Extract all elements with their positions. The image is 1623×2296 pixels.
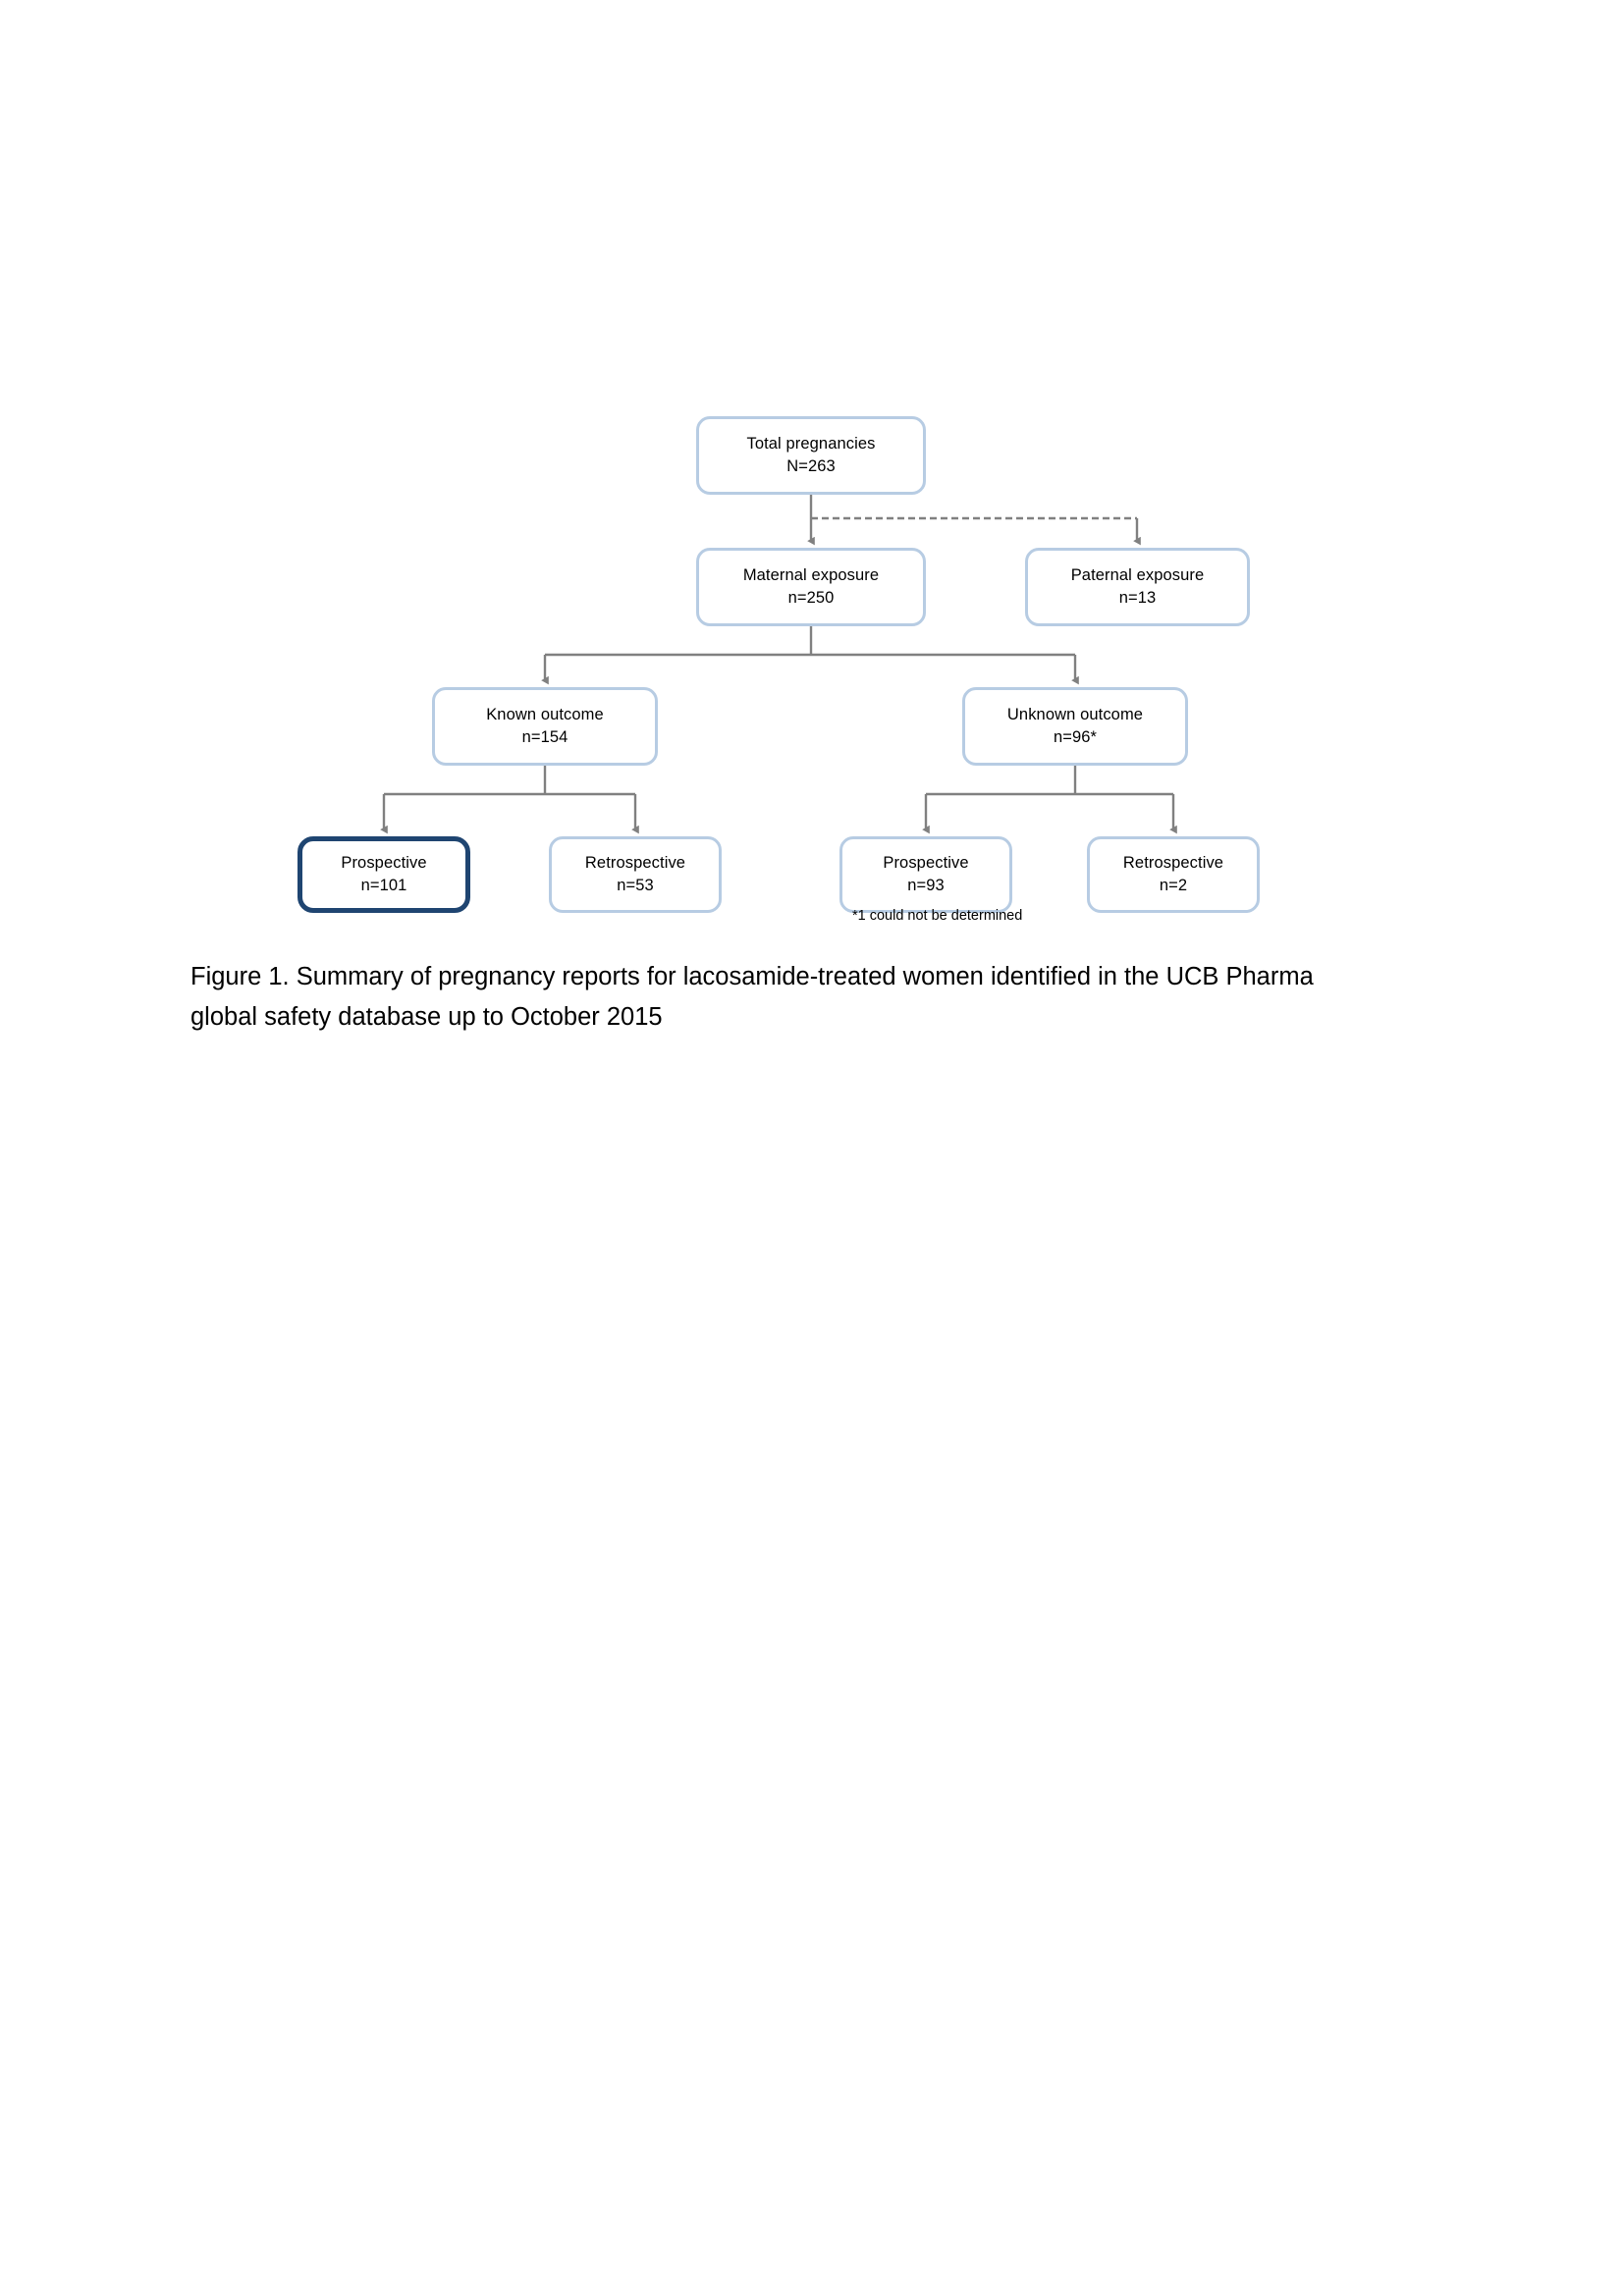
edge-known-prospective — [380, 766, 547, 834]
edge-maternal-known — [541, 626, 813, 685]
node-count: n=250 — [787, 589, 835, 607]
node-title: Prospective — [883, 854, 969, 873]
node-maternal-exposure: Maternal exposure n=250 — [696, 548, 926, 626]
figure-footnote: *1 could not be determined — [852, 908, 1023, 924]
node-count: N=263 — [786, 457, 836, 475]
node-count: n=2 — [1159, 877, 1188, 894]
node-unknown-retrospective: Retrospective n=2 — [1087, 836, 1260, 913]
caption-line-1: Figure 1. Summary of pregnancy reports f… — [190, 963, 1314, 990]
node-count: n=93 — [907, 877, 945, 894]
node-paternal-exposure: Paternal exposure n=13 — [1025, 548, 1250, 626]
edge-maternal-unknown — [811, 653, 1079, 685]
node-known-outcome: Known outcome n=154 — [432, 687, 658, 766]
node-count: n=154 — [521, 728, 568, 746]
node-title: Paternal exposure — [1070, 566, 1205, 585]
node-count: n=53 — [617, 877, 654, 894]
node-title: Known outcome — [486, 706, 604, 724]
edge-known-retrospective — [545, 792, 639, 834]
flowchart: Total pregnancies N=263 Maternal exposur… — [0, 0, 1623, 982]
node-title: Retrospective — [1122, 854, 1224, 873]
node-count: n=13 — [1118, 589, 1157, 607]
edge-unknown-retrospective — [1075, 792, 1177, 834]
node-unknown-prospective: Prospective n=93 — [839, 836, 1012, 913]
node-known-retrospective: Retrospective n=53 — [549, 836, 722, 913]
node-unknown-outcome: Unknown outcome n=96* — [962, 687, 1188, 766]
node-title: Retrospective — [584, 854, 686, 873]
node-known-prospective: Prospective n=101 — [298, 836, 470, 913]
node-count: n=96* — [1053, 728, 1098, 746]
node-title: Total pregnancies — [746, 435, 876, 454]
caption-line-2: global safety database up to October 201… — [190, 1003, 663, 1032]
edge-total-paternal — [811, 516, 1141, 546]
node-title: Prospective — [341, 854, 427, 873]
node-count: n=101 — [360, 877, 407, 894]
node-total-pregnancies: Total pregnancies N=263 — [696, 416, 926, 495]
edge-unknown-prospective — [922, 766, 1077, 834]
node-title: Maternal exposure — [742, 566, 880, 585]
figure-caption: Figure 1. Summary of pregnancy reports f… — [190, 957, 1457, 1039]
node-title: Unknown outcome — [1006, 706, 1144, 724]
